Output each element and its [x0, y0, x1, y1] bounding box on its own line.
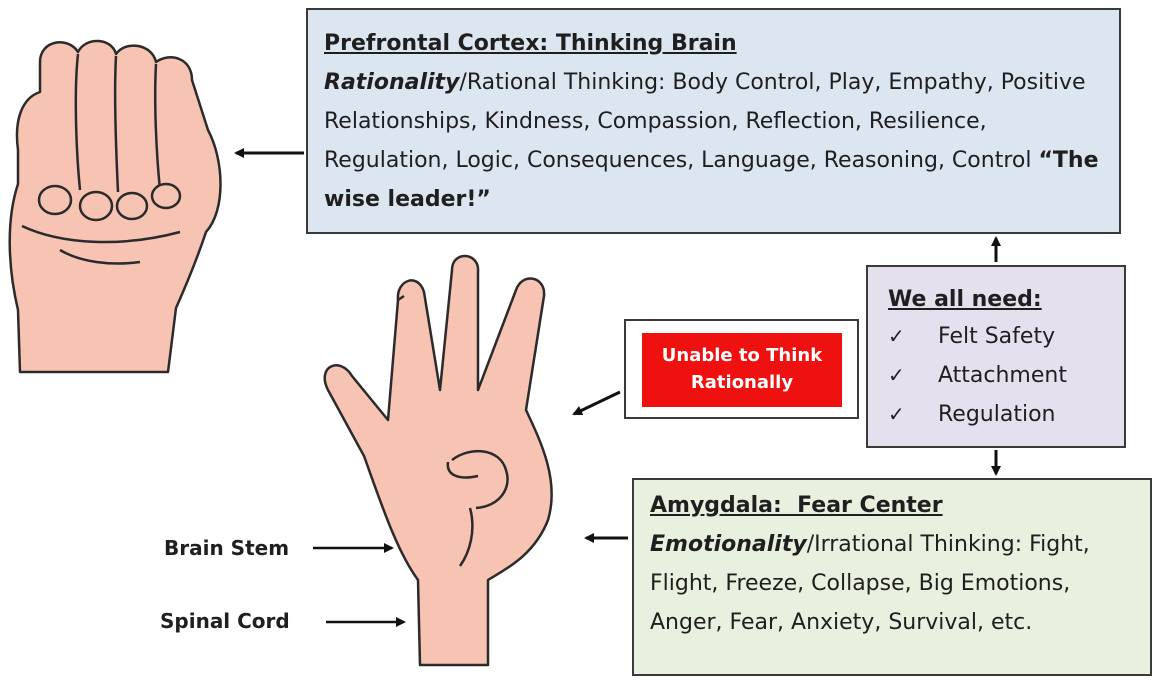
- prefrontal-text: /Rational Thinking: Body Control, Play, …: [324, 70, 1086, 173]
- fist-illustration: [8, 39, 222, 374]
- needs-title: We all need:: [888, 287, 1042, 312]
- unable-to-think-label: Unable to Think Rationally: [642, 333, 842, 407]
- prefrontal-description: Rationality/Rational Thinking: Body Cont…: [324, 63, 1105, 219]
- hand-illustration: [323, 254, 553, 667]
- needs-box: We all need: ✓Felt Safety ✓Attachment ✓R…: [866, 265, 1126, 448]
- prefrontal-quote: “The wise leader!”: [324, 148, 1099, 212]
- need-item: ✓Felt Safety: [888, 317, 1124, 356]
- brain-stem-label: Brain Stem: [164, 536, 290, 560]
- unable-to-think-frame: Unable to Think Rationally: [624, 319, 859, 419]
- need-item: ✓Attachment: [888, 356, 1124, 395]
- amygdala-title: Amygdala: Fear Center: [650, 493, 943, 518]
- prefrontal-cortex-box: Prefrontal Cortex: Thinking Brain Ration…: [306, 8, 1121, 234]
- spinal-cord-label: Spinal Cord: [160, 609, 290, 633]
- prefrontal-emphasis: Rationality: [324, 70, 460, 95]
- amygdala-box: Amygdala: Fear Center Emotionality/Irrat…: [632, 478, 1152, 676]
- need-item: ✓Regulation: [888, 395, 1124, 434]
- amygdala-text: /Irrational Thinking: Fight, Flight, Fre…: [650, 532, 1090, 635]
- check-mark-icon: ✓: [888, 402, 905, 426]
- amygdala-description: Emotionality/Irrational Thinking: Fight,…: [650, 525, 1140, 642]
- arrow-icon: [572, 390, 621, 416]
- amygdala-emphasis: Emotionality: [650, 532, 807, 557]
- check-mark-icon: ✓: [888, 363, 905, 387]
- check-mark-icon: ✓: [888, 324, 905, 348]
- prefrontal-title: Prefrontal Cortex: Thinking Brain: [324, 31, 737, 56]
